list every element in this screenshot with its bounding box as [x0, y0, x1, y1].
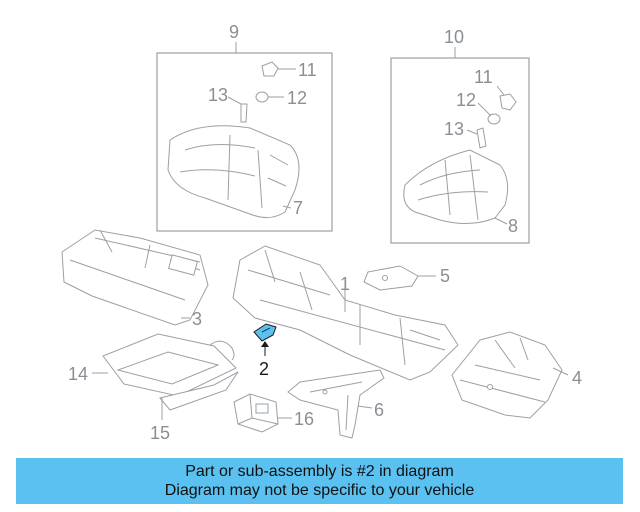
- washer-12-left[interactable]: [255, 91, 269, 103]
- seat-frame-1[interactable]: [232, 245, 459, 381]
- callout-5[interactable]: 5: [440, 266, 450, 286]
- callout-10[interactable]: 10: [444, 27, 464, 47]
- assembly-box-9: [156, 52, 333, 232]
- callout-6[interactable]: 6: [374, 400, 384, 420]
- callout-3[interactable]: 3: [192, 309, 202, 329]
- callout-13-right[interactable]: 13: [444, 119, 464, 139]
- callout-1[interactable]: 1: [340, 274, 350, 294]
- callout-7[interactable]: 7: [293, 198, 303, 218]
- part-2-highlighted[interactable]: [253, 323, 277, 342]
- callout-12-left[interactable]: 12: [287, 88, 307, 108]
- callout-8[interactable]: 8: [508, 216, 518, 236]
- banner-line-1: Part or sub-assembly is #2 in diagram: [185, 463, 454, 480]
- clip-11-right[interactable]: [499, 93, 517, 111]
- assembly-box-10: [390, 57, 530, 244]
- seat-mat-14[interactable]: [102, 333, 237, 397]
- callout-11-right[interactable]: 11: [474, 67, 493, 87]
- callout-13-left[interactable]: 13: [208, 85, 228, 105]
- seat-frame-3[interactable]: [61, 229, 209, 326]
- seat-frame-4[interactable]: [451, 331, 563, 419]
- callout-9[interactable]: 9: [229, 22, 239, 42]
- seat-cushion-8[interactable]: [403, 149, 509, 224]
- banner-line-2: Diagram may not be specific to your vehi…: [164, 482, 475, 499]
- bracket-6[interactable]: [287, 369, 385, 439]
- module-16[interactable]: [233, 393, 279, 433]
- pin-13-left[interactable]: [240, 103, 248, 123]
- info-banner: Part or sub-assembly is #2 in diagram Di…: [16, 458, 623, 504]
- callout-15[interactable]: 15: [150, 423, 170, 443]
- clip-11-left[interactable]: [261, 61, 279, 77]
- parts-diagram: 9 10 7 11 12 13 8 11 12 13: [61, 22, 582, 443]
- seat-back-cushion-7[interactable]: [167, 125, 300, 218]
- callout-11-left[interactable]: 11: [298, 60, 317, 80]
- pin-13-right[interactable]: [476, 127, 487, 149]
- callout-4[interactable]: 4: [572, 368, 582, 388]
- seat-mat-15[interactable]: [159, 371, 239, 411]
- washer-12-right[interactable]: [487, 113, 501, 125]
- bracket-5[interactable]: [363, 265, 419, 291]
- callout-2[interactable]: 2: [259, 359, 269, 379]
- callout-12-right[interactable]: 12: [456, 90, 476, 110]
- callout-14[interactable]: 14: [68, 364, 88, 384]
- callout-16[interactable]: 16: [294, 409, 314, 429]
